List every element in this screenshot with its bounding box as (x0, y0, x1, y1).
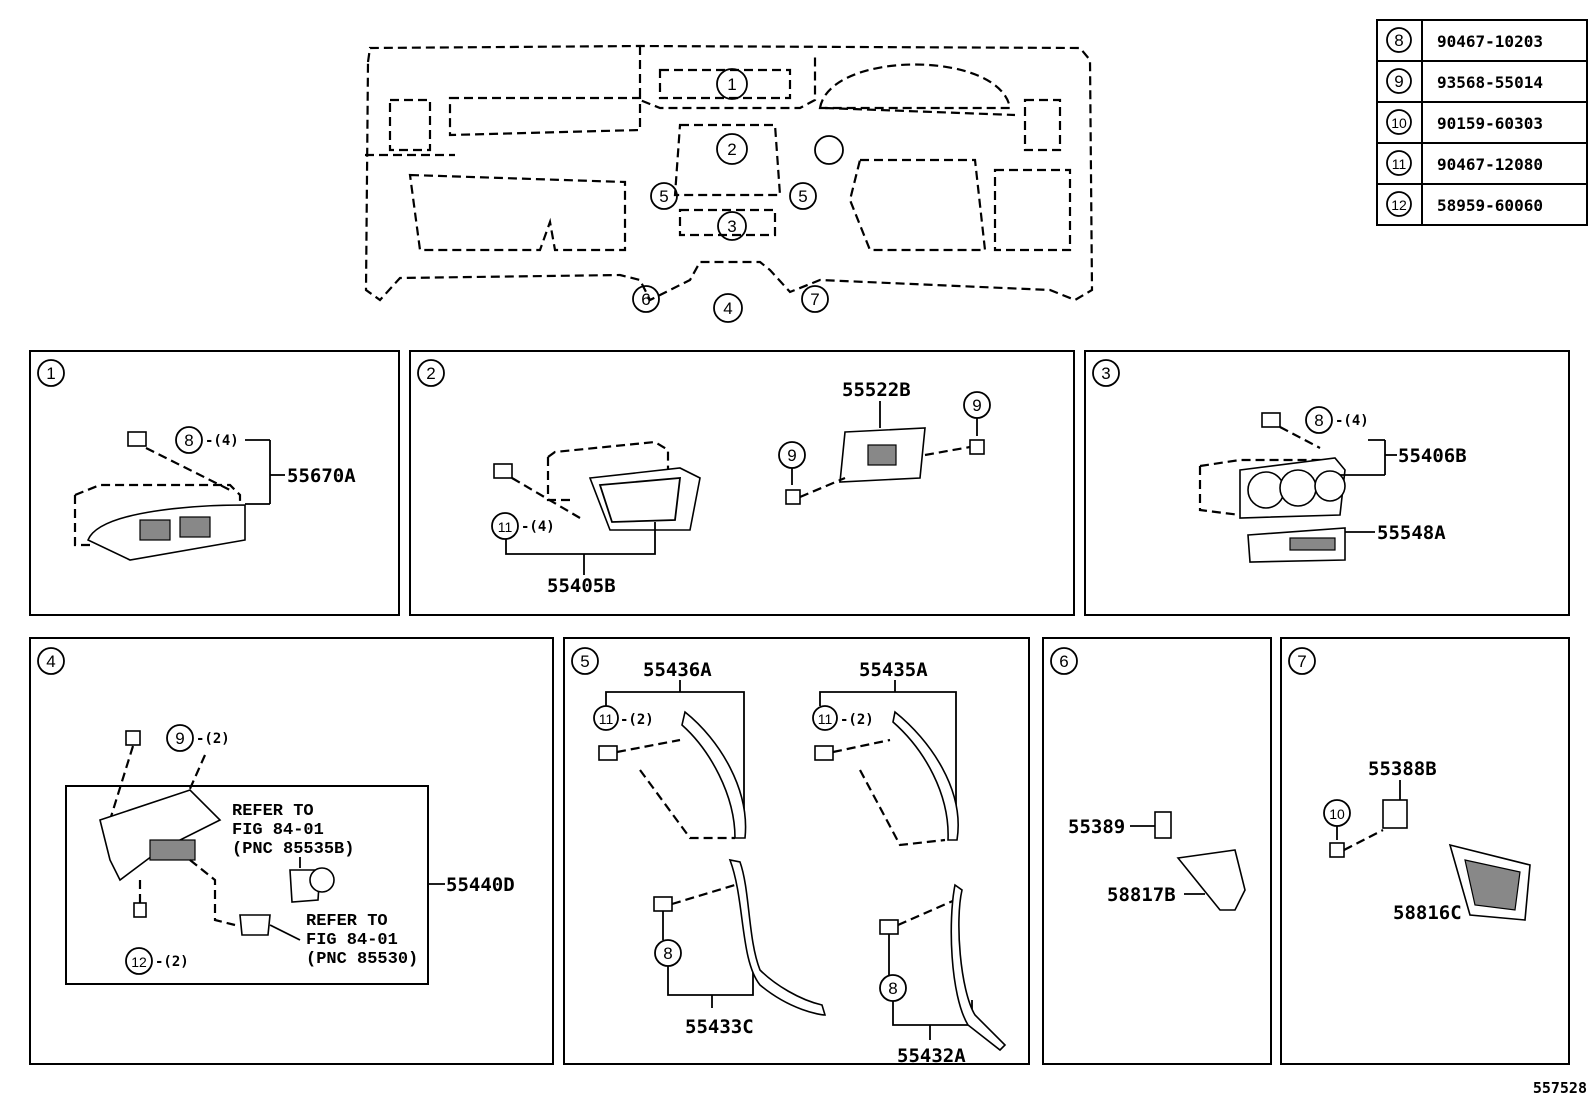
clip-icon (1261, 412, 1281, 428)
panel-4-ref2-line3: (PNC 85530) (306, 950, 418, 969)
panel-3-part-55406B: 55406B (1398, 445, 1467, 467)
overview-callout-1: 1 (727, 75, 736, 94)
panel-4-ref1-line3: (PNC 85535B) (232, 840, 354, 859)
panel-3-callout-8: 8 (1314, 411, 1323, 430)
overview-callout-5-right: 5 (798, 187, 807, 206)
garnish-lower-right-icon (950, 883, 1007, 1052)
panel-4-part-55440D: 55440D (446, 874, 515, 896)
panel-6-part-55389: 55389 (1068, 816, 1125, 838)
panel-5-callout-8-b: 8 (888, 979, 897, 998)
panel-4-ref2-line2: FIG 84-01 (306, 931, 398, 950)
panel-5-part-55433C: 55433C (685, 1016, 754, 1038)
table-part-90159-60303: 90159-60303 (1437, 114, 1543, 133)
panel-7-part-55388B: 55388B (1368, 758, 1437, 780)
overview-callout-2: 2 (727, 140, 736, 159)
panel-7-callout-10: 10 (1329, 806, 1345, 822)
overview-callout-7: 7 (810, 290, 819, 309)
panel-4-ref1-line2: FIG 84-01 (232, 821, 324, 840)
panel-1-callout-8: 8 (184, 431, 193, 450)
panel-5-callout-11-a: 11 (599, 711, 614, 727)
panel-5-qty-b: -(2) (840, 712, 874, 728)
panel-2-number: 2 (426, 364, 435, 383)
cover-icon (1176, 849, 1246, 911)
table-part-58959-60060: 58959-60060 (1437, 196, 1543, 215)
panel-5: 5 55436A 11 -(2) 55435A 11 -(2) 8 55433C (563, 637, 1030, 1067)
table-ref-11: 11 (1392, 156, 1407, 172)
panel-7: 7 55388B 10 58816C (1280, 637, 1570, 1065)
panel-2-part-55522B: 55522B (842, 379, 911, 401)
panel-5-number: 5 (580, 652, 589, 671)
panel-2-callout-9-right: 9 (972, 396, 981, 415)
panel-3-number: 3 (1101, 364, 1110, 383)
figure-id: 557528 (1533, 1079, 1587, 1097)
overview-callout-4: 4 (723, 299, 732, 318)
dashboard-overview: 1 2 5 5 3 6 4 7 (364, 44, 1094, 323)
panel-4-ref1-line1: REFER TO (232, 802, 314, 821)
clip-icon (127, 431, 147, 447)
panel-2-part-55405B: 55405B (547, 575, 616, 597)
clip-icon (493, 463, 513, 479)
panel-4-callout-9: 9 (175, 729, 184, 748)
panel-7-number: 7 (1297, 652, 1306, 671)
panel-5-part-55435A: 55435A (859, 659, 928, 681)
lighter-icon (239, 914, 271, 936)
panel-3-part-55548A: 55548A (1377, 522, 1446, 544)
panel-1: 1 8 -(4) 55670A (29, 350, 400, 616)
table-part-90467-12080: 90467-12080 (1437, 155, 1543, 174)
panel-6: 6 55389 58817B (1042, 637, 1272, 1065)
clip-icon (814, 745, 834, 761)
table-ref-10: 10 (1391, 115, 1407, 131)
table-part-93568-55014: 93568-55014 (1437, 73, 1543, 92)
panel-7-part-58816C: 58816C (1393, 902, 1462, 924)
panel-5-callout-8-a: 8 (663, 944, 672, 963)
panel-5-callout-11-b: 11 (818, 711, 833, 727)
table-part-90467-10203: 90467-10203 (1437, 32, 1543, 51)
clip-icon (1154, 811, 1172, 839)
clip-icon (879, 919, 899, 935)
panel-1-part-label: 55670A (287, 465, 356, 487)
bracket-icon (1382, 799, 1408, 829)
panel-2: 2 11 -(4) 55405B 55522B 9 9 (409, 350, 1075, 616)
lower-center-panel-icon (99, 789, 222, 882)
panel-4-callout-12: 12 (131, 954, 147, 970)
overview-callout-6: 6 (641, 290, 650, 309)
panel-1-number: 1 (46, 364, 55, 383)
panel-4-qty-a: -(2) (196, 731, 230, 747)
panel-3: 3 8 -(4) 55406B 55548A (1084, 350, 1570, 616)
screw-icon (125, 730, 141, 746)
panel-4-number: 4 (46, 652, 55, 671)
screw-icon (969, 439, 985, 455)
garnish-lower-left-icon (728, 858, 827, 1016)
panel-4: 4 9 -(2) 12 -(2) REFER TO FIG 84-01 (PNC… (29, 637, 554, 1065)
screw-icon (785, 489, 801, 505)
table-ref-12: 12 (1391, 197, 1407, 213)
garnish-left-icon (681, 710, 747, 839)
panel-1-qty: -(4) (205, 433, 239, 449)
panel-2-callout-11: 11 (498, 519, 513, 535)
panel-5-part-55436A: 55436A (643, 659, 712, 681)
fastener-table: 8 9 10 11 12 90467-10203 93568-55014 901… (1376, 19, 1588, 226)
panel-6-part-58817B: 58817B (1107, 884, 1176, 906)
panel-2-qty: -(4) (521, 519, 555, 535)
screw-icon (1329, 842, 1345, 858)
panel-3-qty: -(4) (1335, 413, 1369, 429)
table-ref-8: 8 (1394, 31, 1403, 50)
clip-icon (653, 896, 673, 912)
table-ref-9: 9 (1394, 72, 1403, 91)
panel-4-ref2-line1: REFER TO (306, 912, 388, 931)
garnish-right-icon (892, 710, 959, 841)
panel-5-part-55432A: 55432A (897, 1045, 966, 1067)
clip-icon (598, 745, 618, 761)
panel-4-qty-b: -(2) (155, 954, 189, 970)
panel-5-qty-a: -(2) (620, 712, 654, 728)
overview-callout-5-left: 5 (659, 187, 668, 206)
panel-2-callout-9-left: 9 (787, 446, 796, 465)
clip-icon (133, 902, 147, 918)
panel-6-number: 6 (1059, 652, 1068, 671)
overview-callout-3: 3 (727, 217, 736, 236)
